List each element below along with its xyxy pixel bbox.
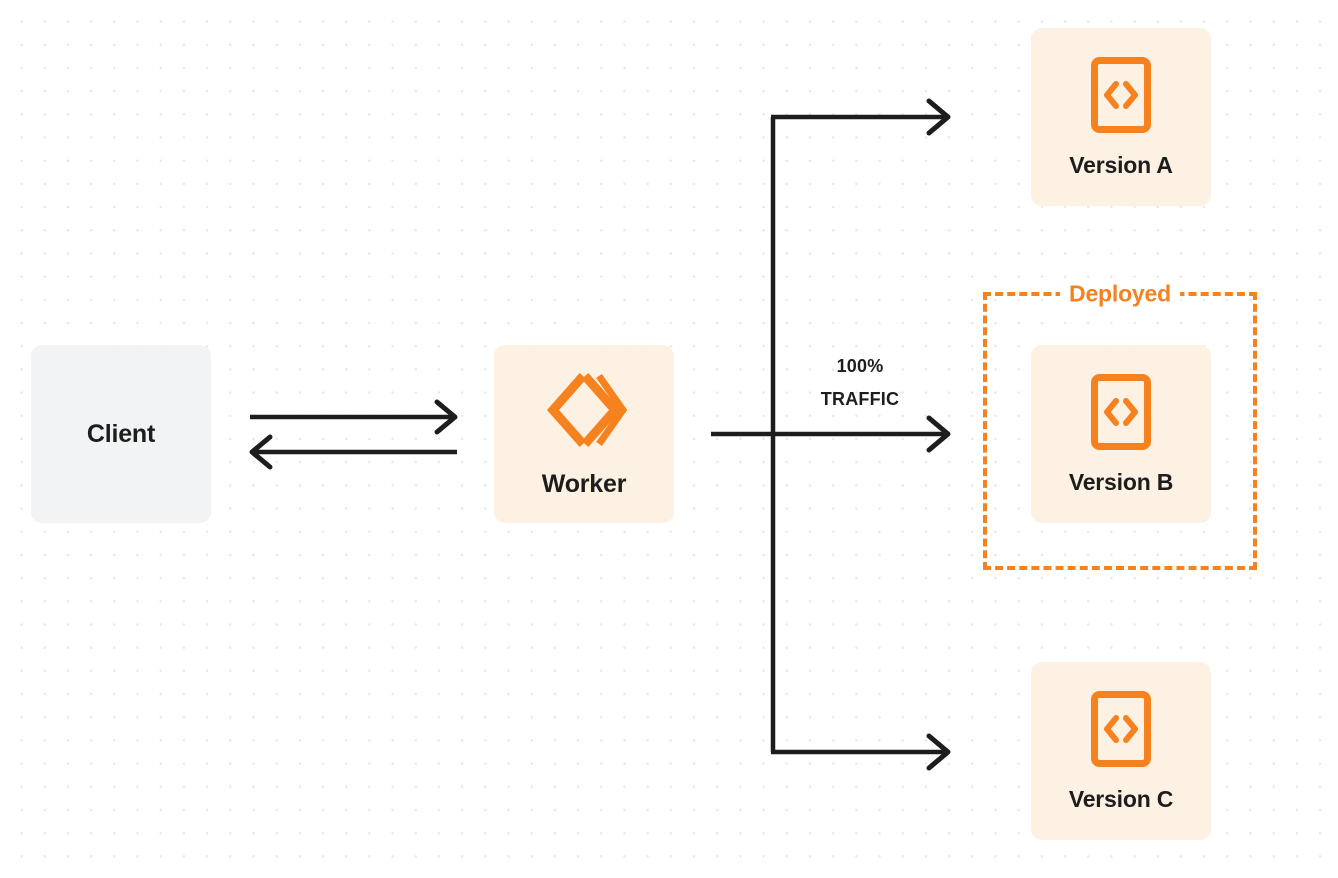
- group-deployed: Deployed: [983, 282, 1257, 570]
- group-deployed-label: Deployed: [1060, 282, 1180, 306]
- traffic-percent: 100%: [836, 356, 884, 376]
- edge-trunk-to-version-a: [771, 98, 951, 136]
- traffic-unit: TRAFFIC: [820, 389, 900, 410]
- code-file-icon: [1090, 56, 1152, 134]
- node-worker-label: Worker: [541, 469, 627, 498]
- node-version-a[interactable]: Version A: [1031, 28, 1211, 206]
- node-worker[interactable]: Worker: [494, 345, 674, 523]
- edge-trunk-to-version-c: [771, 733, 951, 771]
- node-client-label: Client: [86, 419, 156, 448]
- node-client[interactable]: Client: [31, 345, 211, 523]
- node-version-b-label: Version B: [1068, 468, 1174, 495]
- node-version-a-label: Version A: [1069, 151, 1173, 178]
- code-file-icon: [1090, 373, 1152, 451]
- edge-client-to-worker: [250, 399, 458, 435]
- cloudflare-workers-logo-icon: [541, 370, 628, 450]
- node-version-c-label: Version C: [1068, 785, 1174, 812]
- node-version-c[interactable]: Version C: [1031, 662, 1211, 840]
- edge-worker-to-client: [249, 434, 457, 470]
- edge-worker-to-version-b: [711, 415, 951, 453]
- node-version-b[interactable]: Version B: [1031, 345, 1211, 523]
- code-file-icon: [1090, 690, 1152, 768]
- traffic-label: 100% TRAFFIC: [795, 350, 925, 417]
